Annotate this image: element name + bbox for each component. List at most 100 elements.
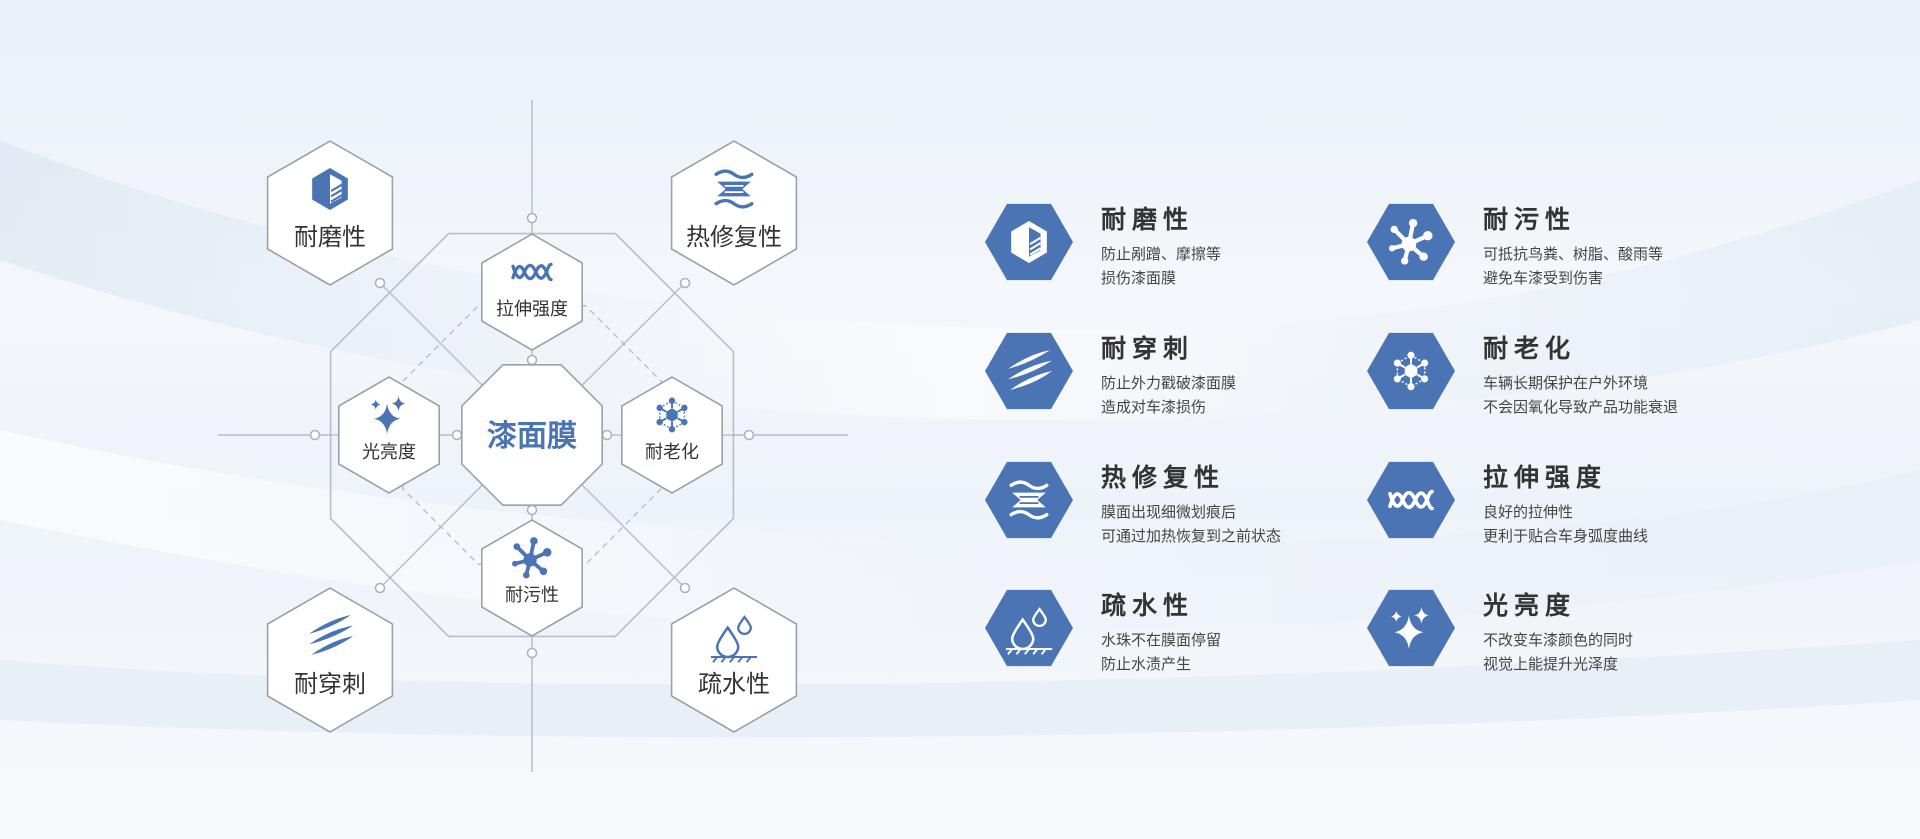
feature-description-line: 良好的拉伸性 bbox=[1483, 503, 1574, 521]
outer-node-heat-repair: 热修复性 bbox=[670, 140, 798, 286]
junction-dot bbox=[679, 582, 691, 594]
feature-description-line: 可抵抗鸟粪、树脂、酸雨等 bbox=[1483, 245, 1664, 263]
inner-hexagon bbox=[620, 376, 724, 494]
claw-icon bbox=[309, 615, 354, 655]
feature-hex-badge bbox=[985, 461, 1073, 539]
junction-dot bbox=[526, 212, 538, 224]
feature-title: 热修复性 bbox=[1101, 463, 1226, 492]
inner-node-label: 耐污性 bbox=[505, 585, 559, 606]
heat-repair-icon bbox=[1009, 480, 1049, 520]
feature-description: 良好的拉伸性更利于贴合车身弧度曲线 bbox=[1483, 500, 1648, 548]
inner-hexagon bbox=[480, 233, 584, 351]
outer-hexagon bbox=[266, 140, 394, 286]
feature-description: 防止剐蹭、摩擦等损伤漆面膜 bbox=[1101, 242, 1221, 290]
splat-icon bbox=[1388, 218, 1433, 265]
feature-description-line: 造成对车漆损伤 bbox=[1101, 398, 1207, 416]
feature-hex-badge bbox=[1367, 203, 1455, 281]
inner-node-label: 拉伸强度 bbox=[496, 299, 568, 320]
feature-hex-badge bbox=[1367, 589, 1455, 667]
inner-node-splat: 耐污性 bbox=[480, 519, 584, 637]
feature-description: 可抵抗鸟粪、树脂、酸雨等避免车漆受到伤害 bbox=[1483, 242, 1663, 290]
outer-node-label: 耐磨性 bbox=[294, 223, 366, 251]
feature-description-line: 视觉上能提升光泽度 bbox=[1483, 655, 1619, 673]
outer-node-droplet: 疏水性 bbox=[670, 587, 798, 733]
inner-node-sparkle: 光亮度 bbox=[337, 376, 441, 494]
feature-title: 耐老化 bbox=[1483, 334, 1577, 363]
feature-description: 不改变车漆颜色的同时视觉上能提升光泽度 bbox=[1483, 628, 1633, 676]
feature-claw: 耐穿刺防止外力戳破漆面膜造成对车漆损伤 bbox=[985, 327, 1345, 427]
outer-hexagon bbox=[670, 140, 798, 286]
feature-droplet: 疏水性水珠不在膜面停留防止水渍产生 bbox=[985, 584, 1345, 684]
junction-dot bbox=[601, 429, 613, 441]
splat-icon bbox=[512, 537, 552, 579]
outer-node-claw: 耐穿刺 bbox=[266, 587, 394, 733]
cube-icon bbox=[1011, 221, 1047, 263]
feature-description-line: 防止水渍产生 bbox=[1101, 655, 1192, 673]
wave-icon bbox=[511, 262, 553, 282]
outer-hexagon bbox=[266, 587, 394, 733]
feature-cube: 耐磨性防止剐蹭、摩擦等损伤漆面膜 bbox=[985, 198, 1345, 298]
sparkle-icon bbox=[370, 396, 406, 434]
feature-heat-repair: 热修复性膜面出现细微划痕后可通过加热恢复到之前状态 bbox=[985, 456, 1345, 556]
feature-molecule: 耐老化车辆长期保护在户外环境不会因氧化导致产品功能衰退 bbox=[1367, 327, 1727, 427]
sparkle-icon bbox=[1391, 607, 1429, 649]
feature-description-line: 膜面出现细微划痕后 bbox=[1101, 503, 1237, 521]
outer-node-label: 耐穿刺 bbox=[294, 670, 366, 698]
junction-dot bbox=[526, 647, 538, 659]
feature-hex-badge bbox=[985, 332, 1073, 410]
feature-title: 拉伸强度 bbox=[1483, 463, 1608, 492]
feature-description-line: 防止外力戳破漆面膜 bbox=[1101, 374, 1237, 392]
feature-splat: 耐污性可抵抗鸟粪、树脂、酸雨等避免车漆受到伤害 bbox=[1367, 198, 1727, 298]
feature-description-line: 防止剐蹭、摩擦等 bbox=[1101, 245, 1222, 263]
feature-wave: 拉伸强度良好的拉伸性更利于贴合车身弧度曲线 bbox=[1367, 456, 1727, 556]
feature-description-line: 损伤漆面膜 bbox=[1101, 269, 1177, 287]
junction-dot bbox=[374, 277, 386, 289]
feature-description-line: 车辆长期保护在户外环境 bbox=[1483, 374, 1649, 392]
feature-sparkle: 光亮度不改变车漆颜色的同时视觉上能提升光泽度 bbox=[1367, 584, 1727, 684]
inner-node-wave: 拉伸强度 bbox=[480, 233, 584, 351]
feature-hex-badge bbox=[1367, 461, 1455, 539]
inner-hexagon bbox=[480, 519, 584, 637]
outer-node-label: 疏水性 bbox=[698, 670, 770, 698]
feature-title: 疏水性 bbox=[1101, 591, 1195, 620]
feature-description: 车辆长期保护在户外环境不会因氧化导致产品功能衰退 bbox=[1483, 371, 1678, 419]
droplet-icon bbox=[710, 615, 758, 663]
junction-dot bbox=[526, 354, 538, 366]
junction-dot bbox=[309, 429, 321, 441]
junction-dot bbox=[679, 277, 691, 289]
outer-node-label: 热修复性 bbox=[686, 223, 782, 251]
junction-dot bbox=[743, 429, 755, 441]
feature-description-line: 不会因氧化导致产品功能衰退 bbox=[1483, 398, 1679, 416]
droplet-icon bbox=[1005, 607, 1053, 655]
feature-hex-badge bbox=[985, 589, 1073, 667]
junction-dot bbox=[451, 429, 463, 441]
feature-description: 膜面出现细微划痕后可通过加热恢复到之前状态 bbox=[1101, 500, 1281, 548]
center-octagon bbox=[460, 363, 604, 507]
feature-hex-badge bbox=[1367, 332, 1455, 410]
molecule-icon bbox=[1393, 351, 1429, 391]
wave-icon bbox=[1388, 489, 1434, 511]
feature-description: 防止外力戳破漆面膜造成对车漆损伤 bbox=[1101, 371, 1236, 419]
feature-description-line: 水珠不在膜面停留 bbox=[1101, 631, 1222, 649]
claw-icon bbox=[1008, 350, 1053, 390]
junction-dot bbox=[526, 504, 538, 516]
outer-hexagon bbox=[670, 587, 798, 733]
feature-title: 光亮度 bbox=[1483, 591, 1577, 620]
feature-description-line: 不改变车漆颜色的同时 bbox=[1483, 631, 1634, 649]
inner-node-label: 耐老化 bbox=[645, 442, 699, 463]
inner-hexagon bbox=[337, 376, 441, 494]
feature-description-line: 更利于贴合车身弧度曲线 bbox=[1483, 527, 1649, 545]
feature-description-line: 避免车漆受到伤害 bbox=[1483, 269, 1604, 287]
cube-icon bbox=[312, 168, 348, 210]
feature-title: 耐穿刺 bbox=[1101, 334, 1195, 363]
inner-node-label: 光亮度 bbox=[362, 442, 416, 463]
outer-octagon bbox=[329, 232, 735, 638]
feature-hex-badge bbox=[985, 203, 1073, 281]
feature-description: 水珠不在膜面停留防止水渍产生 bbox=[1101, 628, 1221, 676]
center-label: 漆面膜 bbox=[487, 419, 577, 454]
feature-title: 耐污性 bbox=[1483, 205, 1577, 234]
outer-node-cube: 耐磨性 bbox=[266, 140, 394, 286]
junction-dot bbox=[374, 582, 386, 594]
molecule-icon bbox=[656, 397, 688, 433]
